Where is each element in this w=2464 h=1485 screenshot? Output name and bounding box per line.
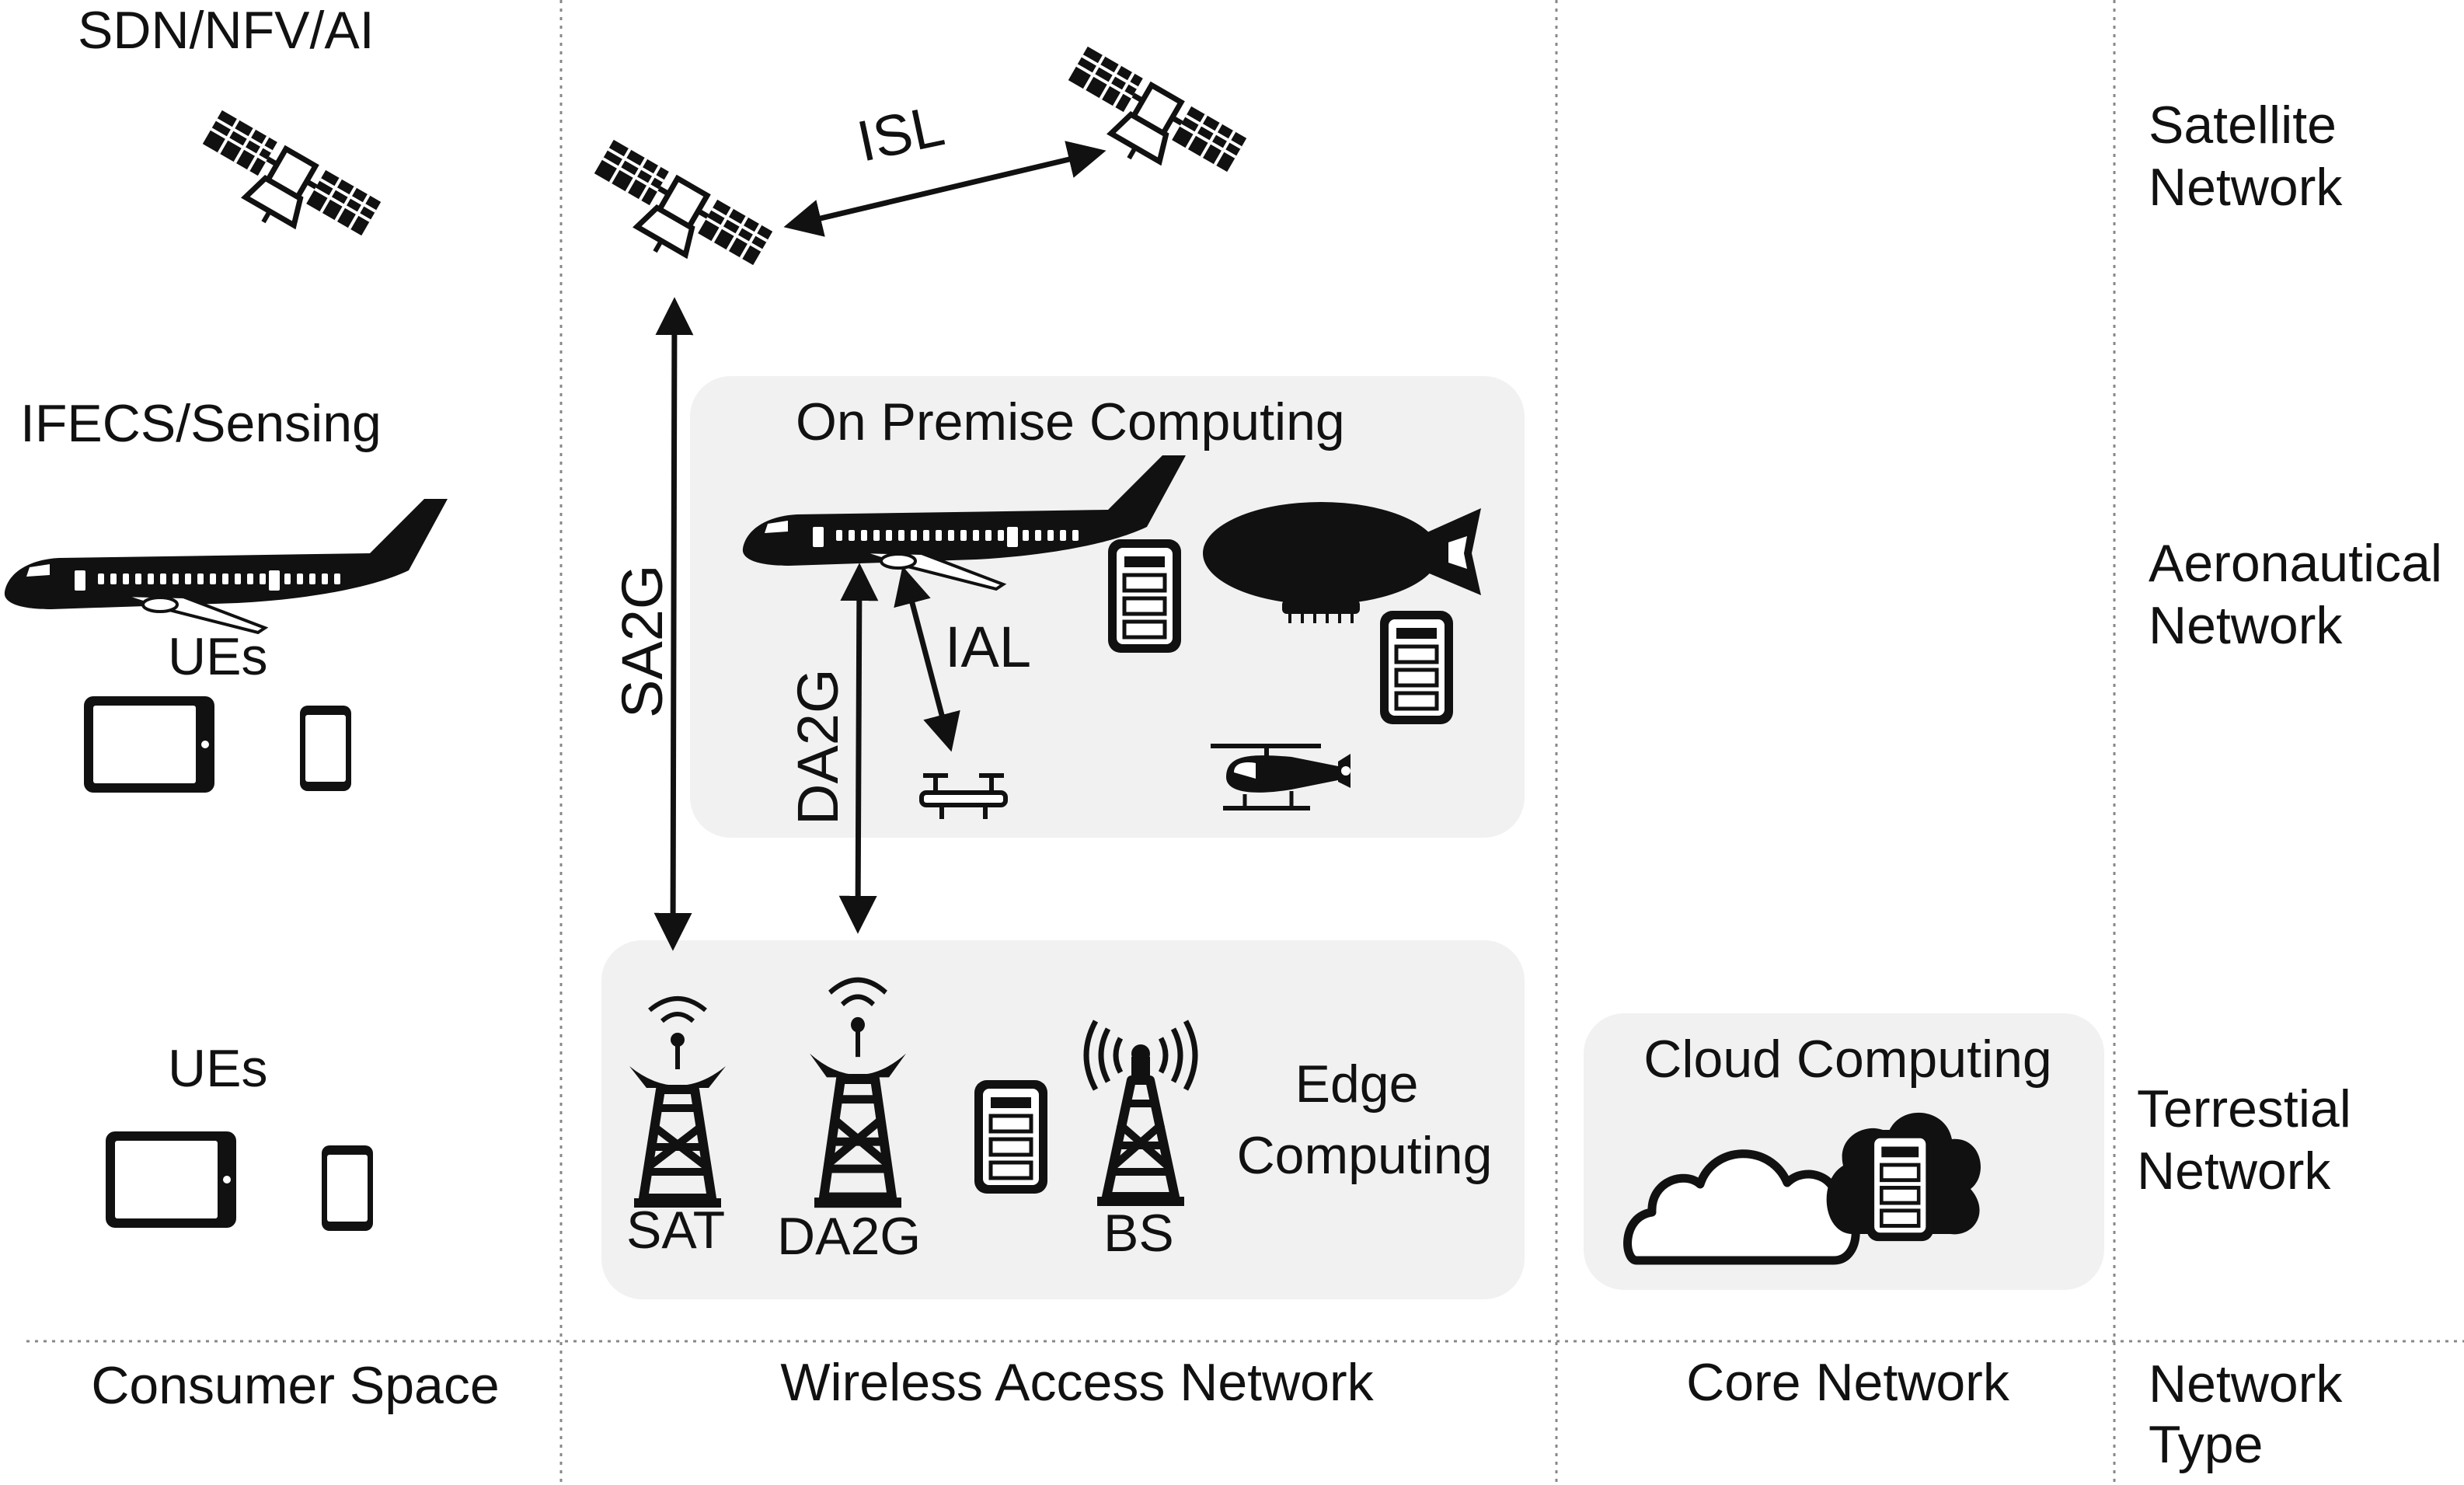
sa2g-link-arrow bbox=[653, 297, 694, 951]
airplane-icon bbox=[2, 497, 449, 634]
server-icon bbox=[1108, 539, 1181, 653]
satellite-network-line2: Network bbox=[2149, 158, 2343, 217]
ues-ground-label: UEs bbox=[168, 1039, 267, 1098]
wireless-access-network-label: Wireless Access Network bbox=[780, 1353, 1374, 1412]
tablet-icon bbox=[106, 1131, 236, 1228]
bs-label: BS bbox=[1103, 1204, 1174, 1263]
terrestrial-network-line1: Terrestial bbox=[2137, 1079, 2351, 1138]
isl-link-arrow bbox=[783, 141, 1107, 237]
cloud-computing-title: Cloud Computing bbox=[1643, 1030, 2051, 1089]
server-icon bbox=[1380, 611, 1453, 724]
ues-air-label: UEs bbox=[168, 627, 267, 686]
isl-label: ISL bbox=[852, 92, 950, 173]
on-premise-computing-title: On Premise Computing bbox=[796, 392, 1345, 451]
helicopter-icon bbox=[1211, 744, 1350, 810]
core-network-label: Core Network bbox=[1686, 1353, 2010, 1412]
satellite-icon bbox=[1050, 47, 1246, 204]
satellite-icon bbox=[184, 110, 381, 268]
sat-label: SAT bbox=[626, 1201, 725, 1260]
edge-computing-line1: Edge bbox=[1295, 1054, 1419, 1114]
consumer-space-label: Consumer Space bbox=[91, 1356, 499, 1415]
airship-icon bbox=[1203, 502, 1481, 623]
ifecs-sensing-label: IFECS/Sensing bbox=[20, 394, 382, 453]
drone-icon bbox=[919, 773, 1008, 819]
aeronautical-network-line1: Aeronautical bbox=[2149, 534, 2442, 593]
sdn-nfv-ai-label: SDN/NFV/AI bbox=[78, 1, 375, 60]
phone-icon bbox=[322, 1145, 373, 1231]
satellite-icon bbox=[576, 140, 772, 298]
cloud-server-icon bbox=[1826, 1112, 1981, 1241]
da2g-station-label: DA2G bbox=[777, 1207, 921, 1266]
terrestrial-network-line2: Network bbox=[2137, 1142, 2331, 1201]
aeronautical-network-line2: Network bbox=[2149, 596, 2343, 655]
tablet-icon bbox=[84, 696, 214, 793]
network-type-line1: Network bbox=[2149, 1354, 2343, 1414]
da2g-link-label: DA2G bbox=[786, 668, 850, 825]
satellite-network-line1: Satellite bbox=[2149, 96, 2337, 155]
server-icon bbox=[974, 1080, 1047, 1194]
ial-label: IAL bbox=[945, 615, 1031, 679]
ial-link-arrow bbox=[894, 566, 960, 752]
sa2g-label: SA2G bbox=[610, 565, 674, 718]
edge-computing-box bbox=[601, 940, 1525, 1299]
network-type-line2: Type bbox=[2149, 1415, 2263, 1474]
phone-icon bbox=[300, 706, 351, 791]
edge-computing-line2: Computing bbox=[1237, 1126, 1493, 1185]
da2g-link-arrow bbox=[838, 563, 879, 934]
